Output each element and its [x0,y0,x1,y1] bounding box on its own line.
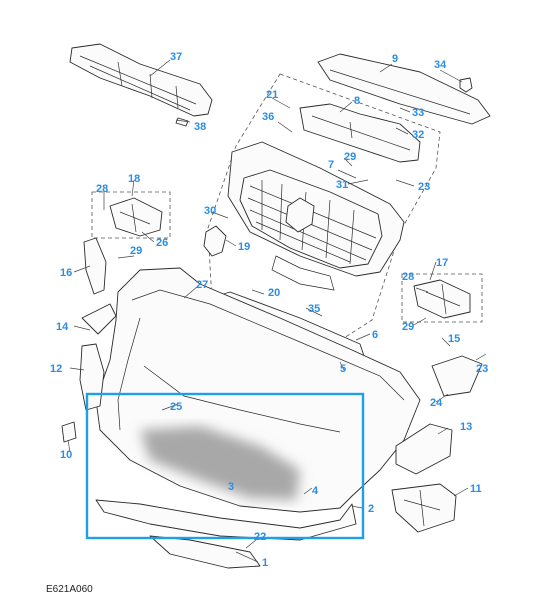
callout-28b: 28 [402,271,414,283]
callout-labels: 1 2 3 4 5 6 7 8 9 10 11 12 13 14 15 16 1… [50,51,488,569]
callout-23: 23 [418,181,430,193]
right-bracket-group-outline [401,273,483,323]
upper-shield-part [299,103,421,163]
callout-29b: 29 [402,321,414,333]
left-bracket-part [109,197,163,237]
callout-36: 36 [262,111,274,123]
callout-9: 9 [392,53,398,65]
callout-6: 6 [372,329,378,341]
highlight-box [85,392,365,540]
callout-18: 18 [128,173,140,185]
callout-2: 2 [368,503,374,515]
callout-14: 14 [56,321,69,333]
figure-id: E621A060 [46,584,93,595]
callout-28: 28 [96,183,108,195]
callout-38: 38 [194,121,206,133]
top-panel-part [317,53,491,125]
callout-24: 24 [430,397,443,409]
callout-32: 32 [412,129,424,141]
callout-3: 3 [228,481,234,493]
callout-11: 11 [470,483,482,495]
upper-beam-part [69,43,213,117]
right-side-parts [391,355,483,533]
callout-33: 33 [412,107,424,119]
callout-15: 15 [448,333,460,345]
callout-10: 10 [60,449,72,461]
badge-part [203,225,227,257]
front-grille-part [227,141,405,291]
blurred-region [140,426,300,500]
callout-35: 35 [308,303,320,315]
callout-29c: 29 [130,245,142,257]
clip-part [459,77,473,93]
callout-34: 34 [434,59,447,71]
lower-trim-part [95,499,357,569]
callout-26: 26 [156,237,168,249]
callout-17: 17 [436,257,448,269]
left-bracket-group-outline [91,191,171,239]
small-clip-part [61,421,77,443]
screw-part [175,117,189,127]
callout-37: 37 [170,51,182,63]
callout-27: 27 [196,279,208,291]
callout-20: 20 [268,287,280,299]
callout-21: 21 [266,89,278,101]
callout-19: 19 [238,241,250,253]
callout-12: 12 [50,363,62,375]
callout-13: 13 [460,421,472,433]
grille-group-outline [207,73,441,339]
right-bracket-part [413,279,471,319]
callout-31: 31 [336,179,348,191]
callout-16: 16 [60,267,72,279]
callout-30: 30 [204,205,216,217]
callout-22: 22 [254,531,266,543]
callout-5: 5 [340,363,346,375]
callout-4: 4 [312,485,319,497]
callout-23b: 23 [476,363,488,375]
leader-lines [67,59,487,563]
callout-29: 29 [344,151,356,163]
callout-8: 8 [354,95,360,107]
callout-1: 1 [262,557,268,569]
callout-25: 25 [170,401,182,413]
callout-7: 7 [328,159,334,171]
side-support-part [83,237,107,295]
